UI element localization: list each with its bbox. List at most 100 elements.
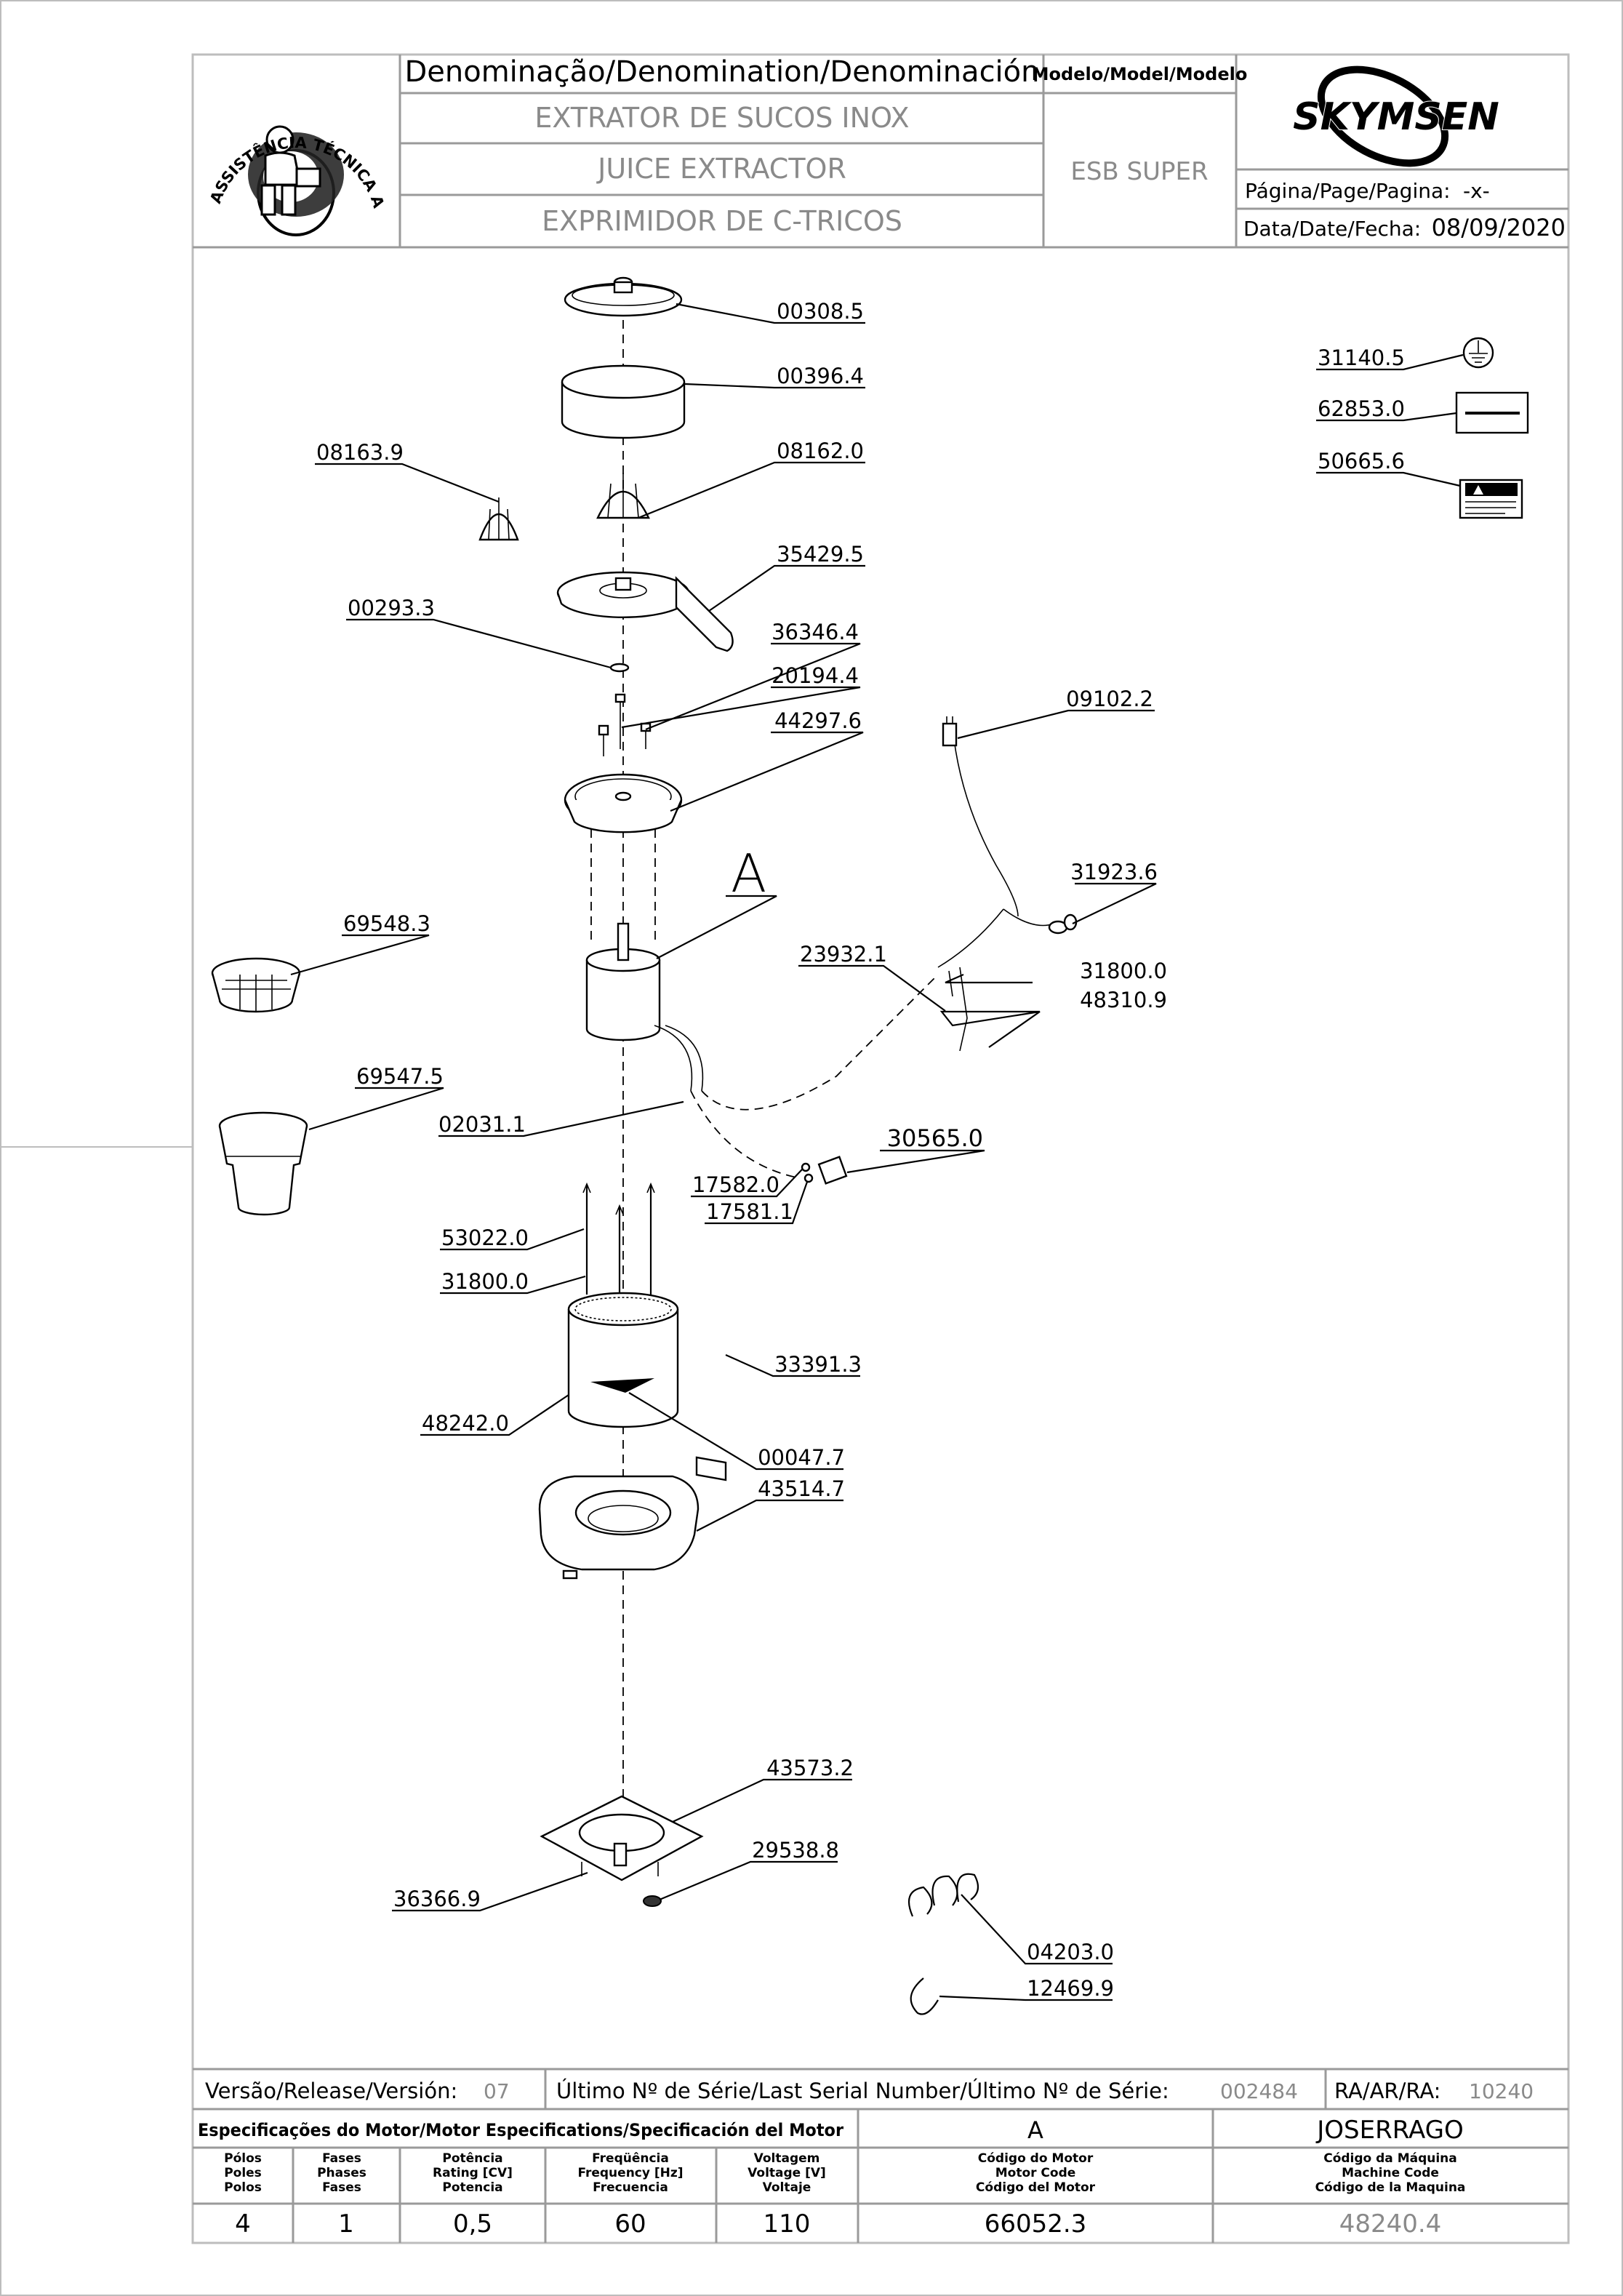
spec-header-voltage-1: Voltagem <box>754 2151 820 2166</box>
product-name-pt: EXTRATOR DE SUCOS INOX <box>534 102 909 134</box>
callout-cable-a: 23932.1 <box>800 942 887 967</box>
part-drawings <box>211 276 1529 2015</box>
spec-header-rating-1: Potência <box>442 2151 502 2166</box>
title-block <box>193 55 1568 249</box>
spec-header-rating-2: Rating [CV] <box>433 2166 513 2180</box>
callout-clip: 12469.9 <box>1027 1976 1114 2001</box>
callout-tag-plate: 62853.0 <box>1318 396 1405 421</box>
housing-part <box>567 1292 679 1428</box>
denomination-label: Denominação/Denomination/Denominación <box>404 55 1039 89</box>
lid-part <box>564 276 683 317</box>
callout-lid: 00308.5 <box>777 299 864 324</box>
callout-cable-b: 31800.0 <box>1080 959 1167 983</box>
spec-header-voltage-3: Voltaje <box>763 2180 812 2195</box>
spec-header-poles-1: Pólos <box>224 2151 262 2166</box>
callout-pulp-cup: 69547.5 <box>356 1064 444 1089</box>
callout-capacitor: 30565.0 <box>887 1124 983 1152</box>
juice-collector-part <box>556 571 734 652</box>
spec-header-phases-1: Fases <box>322 2151 361 2166</box>
callout-screw-b: 20194.4 <box>772 663 859 688</box>
bowl-part <box>564 773 683 945</box>
date-label: Data/Date/Fecha: <box>1243 217 1421 241</box>
warning-label-part <box>1459 479 1523 519</box>
callout-washer: 00293.3 <box>348 596 435 620</box>
serial-label: Último Nº de Série/Last Serial Number/Úl… <box>556 2079 1169 2103</box>
spec-header-motor-code-1: Código do Motor <box>978 2151 1094 2166</box>
spec-value-machine-code: 48240.4 <box>1339 2209 1442 2239</box>
motor-part <box>585 922 661 1041</box>
power-plug-part <box>942 716 958 747</box>
spec-header-phases-2: Phases <box>317 2166 366 2180</box>
spec-header-phases-3: Fases <box>322 2180 361 2195</box>
ra-value: 10240 <box>1469 2079 1534 2103</box>
spec-header-voltage-2: Voltage [V] <box>748 2166 826 2180</box>
callout-terminal-b: 17581.1 <box>706 1199 793 1224</box>
drawing-frame <box>191 53 1570 2244</box>
callout-reamer-small: 08163.9 <box>316 440 404 465</box>
callout-power-plug: 09102.2 <box>1066 687 1153 711</box>
tag-plate-part <box>1455 391 1529 434</box>
capacitor-part <box>801 1156 848 1185</box>
screws-top <box>598 693 652 756</box>
springs-part <box>907 1873 979 1917</box>
callout-bottom-plate: 43573.2 <box>766 1756 854 1780</box>
callout-harness: 02031.1 <box>438 1112 526 1137</box>
author-name: JOSERRAGO <box>1315 2116 1464 2145</box>
spec-value-rating: 0,5 <box>453 2209 492 2239</box>
spec-header-frequency-2: Frequency [Hz] <box>577 2166 683 2180</box>
callout-ground-symbol: 31140.5 <box>1318 345 1405 370</box>
product-name-es: EXPRIMIDOR DE C-TRICOS <box>542 205 902 237</box>
spec-header-rating-3: Potencia <box>442 2180 502 2195</box>
spec-header-motor-code-2: Motor Code <box>995 2166 1076 2180</box>
callout-housing: 48242.0 <box>422 1411 509 1436</box>
clip-part <box>910 1977 939 2015</box>
serial-value: 002484 <box>1220 2079 1298 2103</box>
callout-logo-decal: 00047.7 <box>758 1445 845 1470</box>
spec-header-poles-3: Polos <box>224 2180 262 2195</box>
spec-value-poles: 4 <box>235 2209 251 2239</box>
callout-terminal-a: 17582.0 <box>692 1172 780 1197</box>
footer-texts: Versão/Release/Versión: 07 Último Nº de … <box>198 2079 1534 2239</box>
callout-studs: 53022.0 <box>441 1225 529 1250</box>
callout-cable-c: 48310.9 <box>1080 988 1167 1012</box>
base-part <box>538 1475 700 1580</box>
studs-part <box>582 1182 655 1295</box>
model-label: Modelo/Model/Modelo <box>1032 64 1248 84</box>
spec-value-phases: 1 <box>338 2209 354 2239</box>
callout-reamer-large: 08162.0 <box>777 439 864 463</box>
spec-header-poles-2: Poles <box>224 2166 262 2180</box>
reamer-small-part <box>478 497 519 541</box>
callout-screw-a: 36346.4 <box>772 620 859 644</box>
washer-part <box>609 663 630 673</box>
callout-labels: 00308.5 00396.4 08162.0 08163.9 35429.5 … <box>316 299 1405 2001</box>
cover-ring-part <box>561 364 686 439</box>
motor-spec-label: Especificações do Motor/Motor Especifica… <box>198 2120 843 2140</box>
callout-switch: 31923.6 <box>1070 860 1158 884</box>
model-value: ESB SUPER <box>1070 157 1208 186</box>
strainer-part <box>211 957 301 1013</box>
callout-label-sticker: 33391.3 <box>774 1352 862 1377</box>
spec-value-voltage: 110 <box>764 2209 811 2239</box>
page-label: Página/Page/Pagina: <box>1245 179 1451 203</box>
spec-value-frequency: 60 <box>614 2209 646 2239</box>
footer-table <box>193 2068 1568 2243</box>
ra-label: RA/AR/RA: <box>1334 2079 1440 2103</box>
skymsen-logo: SKYMSEN <box>1292 65 1500 167</box>
callout-warning-label: 50665.6 <box>1318 449 1405 473</box>
callout-leaders <box>290 303 1464 2001</box>
spec-header-frequency-1: Freqüência <box>592 2151 669 2166</box>
pulp-cup-part <box>218 1111 308 1216</box>
callout-juice-collector: 35429.5 <box>777 542 864 567</box>
callout-springs: 04203.0 <box>1027 1940 1114 1964</box>
spec-header-machine-code-3: Código de la Maquina <box>1315 2180 1466 2195</box>
spec-header-frequency-3: Frecuencia <box>593 2180 668 2195</box>
wiring-harness <box>654 727 1055 1179</box>
callout-base-screws: 36366.9 <box>393 1887 481 1911</box>
date-value: 08/09/2020 <box>1432 214 1566 241</box>
label-sticker-part <box>695 1456 727 1481</box>
page-value: -x- <box>1463 179 1490 203</box>
release-value: 07 <box>484 2079 510 2103</box>
release-label: Versão/Release/Versión: <box>205 2079 457 2103</box>
reamer-large-part <box>596 473 650 519</box>
